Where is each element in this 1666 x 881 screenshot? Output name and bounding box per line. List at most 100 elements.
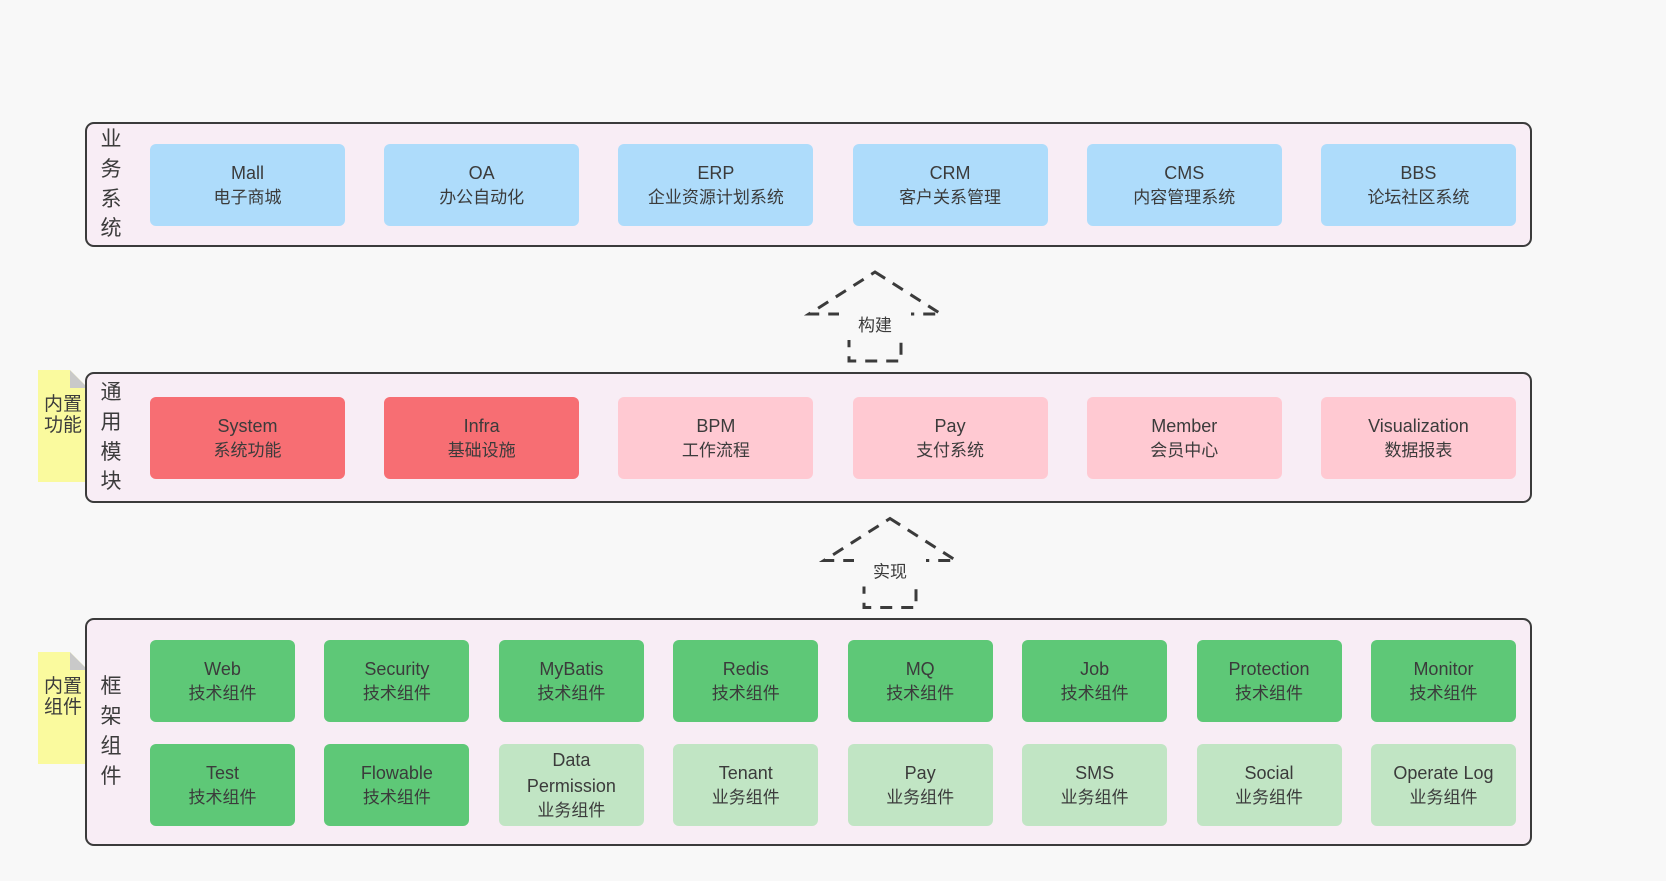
box-social: Social 业务组件 bbox=[1196, 744, 1342, 826]
box-title: System bbox=[217, 415, 278, 436]
box-title: Monitor bbox=[1413, 659, 1474, 680]
arrow-up-outline bbox=[803, 270, 947, 363]
box-title: Mall bbox=[230, 162, 264, 183]
box-title: Web bbox=[204, 659, 241, 680]
box-title: Social bbox=[1244, 763, 1294, 784]
box-subtitle: 基础设施 bbox=[447, 440, 516, 460]
framework-components-label: 框架组件 bbox=[100, 675, 122, 788]
box-title: CMS bbox=[1164, 162, 1205, 183]
box-title: Tenant bbox=[718, 763, 773, 784]
note-text: 内置组件 bbox=[43, 676, 82, 719]
box-subtitle: 技术组件 bbox=[1409, 684, 1478, 704]
arrow-label-bg bbox=[854, 556, 926, 587]
box-subtitle: 业务组件 bbox=[1060, 788, 1129, 808]
box-title: Infra bbox=[463, 415, 500, 436]
box-title: MQ bbox=[905, 659, 935, 680]
box-subtitle: 论坛社区系统 bbox=[1367, 187, 1470, 207]
box-system: System 系统功能 bbox=[150, 396, 345, 479]
box-title: Security bbox=[364, 659, 430, 680]
box-subtitle: 技术组件 bbox=[362, 788, 431, 808]
business-systems-label: 业务系统 bbox=[100, 127, 122, 241]
box-job: Job 技术组件 bbox=[1022, 640, 1168, 722]
box-subtitle: 支付系统 bbox=[916, 440, 985, 460]
box-sms: SMS 业务组件 bbox=[1022, 744, 1168, 826]
box-subtitle: 技术组件 bbox=[1235, 684, 1304, 704]
box-title: Job bbox=[1080, 659, 1110, 680]
box-subtitle: 数据报表 bbox=[1384, 440, 1453, 460]
box-web: Web 技术组件 bbox=[150, 640, 295, 722]
build-arrow: 构建 bbox=[803, 270, 947, 363]
box-subtitle: 业务组件 bbox=[711, 788, 780, 808]
box-title: Protection bbox=[1228, 659, 1310, 680]
box-data-permission: Data Permission 业务组件 bbox=[498, 744, 644, 826]
box-tenant: Tenant 业务组件 bbox=[673, 744, 819, 826]
box-subtitle: 业务组件 bbox=[1235, 788, 1304, 808]
box-title: Member bbox=[1151, 415, 1218, 436]
box-title: ERP bbox=[697, 162, 735, 183]
box-operate-log: Operate Log 业务组件 bbox=[1370, 744, 1516, 826]
implement-arrow: 实现 bbox=[818, 516, 962, 609]
box-redis: Redis 技术组件 bbox=[673, 640, 819, 722]
box-oa: OA 办公自动化 bbox=[384, 143, 580, 226]
box-title: Operate Log bbox=[1393, 763, 1494, 784]
box-subtitle: 技术组件 bbox=[886, 684, 955, 704]
box-visualization: Visualization 数据报表 bbox=[1320, 396, 1516, 479]
box-subtitle: 技术组件 bbox=[1060, 684, 1129, 704]
box-title: Redis bbox=[722, 659, 769, 680]
framework-components-panel: 框架组件 Web 技术组件 Security 技术组件 MyBatis 技术组件… bbox=[85, 618, 1532, 846]
box-security: Security 技术组件 bbox=[324, 640, 470, 722]
business-systems-panel: 业务系统 Mall 电子商城 OA 办公自动化 ERP 企业资源计划系统 CRM… bbox=[85, 122, 1532, 247]
box-flowable: Flowable 技术组件 bbox=[324, 744, 470, 826]
box-subtitle: 电子商城 bbox=[213, 187, 282, 207]
box-cms: CMS 内容管理系统 bbox=[1086, 143, 1282, 226]
business-systems-row: Mall 电子商城 OA 办公自动化 ERP 企业资源计划系统 CRM 客户关系… bbox=[123, 143, 1530, 226]
builtin-features-note: 内置功能 bbox=[38, 370, 88, 482]
box-title: MyBatis bbox=[539, 659, 604, 680]
box-monitor: Monitor 技术组件 bbox=[1370, 640, 1516, 722]
box-title: OA bbox=[468, 162, 495, 183]
box-subtitle: 技术组件 bbox=[711, 684, 780, 704]
box-pay: Pay 支付系统 bbox=[852, 396, 1048, 479]
box-title: BPM bbox=[696, 415, 736, 436]
arrow-label-bg bbox=[839, 310, 911, 340]
box-subtitle: 技术组件 bbox=[362, 684, 431, 704]
box-pay-biz: Pay 业务组件 bbox=[847, 744, 993, 826]
box-subtitle: 业务组件 bbox=[537, 801, 606, 821]
box-title: Visualization bbox=[1368, 415, 1469, 436]
note-text: 内置功能 bbox=[43, 394, 82, 437]
box-subtitle: 办公自动化 bbox=[439, 187, 525, 207]
box-mall: Mall 电子商城 bbox=[150, 143, 345, 226]
common-modules-panel: 通用模块 System 系统功能 Infra 基础设施 BPM 工作流程 Pay… bbox=[85, 372, 1532, 503]
box-title: CRM bbox=[929, 162, 971, 183]
box-subtitle: 会员中心 bbox=[1150, 440, 1219, 460]
box-title: BBS bbox=[1400, 162, 1437, 183]
box-subtitle: 业务组件 bbox=[1409, 788, 1478, 808]
box-test: Test 技术组件 bbox=[150, 744, 295, 826]
box-bbs: BBS 论坛社区系统 bbox=[1320, 143, 1516, 226]
box-title: Flowable bbox=[360, 763, 433, 784]
box-title: SMS bbox=[1075, 763, 1115, 784]
box-protection: Protection 技术组件 bbox=[1196, 640, 1342, 722]
box-crm: CRM 客户关系管理 bbox=[852, 143, 1048, 226]
common-modules-label: 通用模块 bbox=[100, 380, 122, 494]
box-title: Data Permission bbox=[526, 750, 616, 797]
box-subtitle: 内容管理系统 bbox=[1133, 187, 1236, 207]
box-subtitle: 技术组件 bbox=[188, 684, 257, 704]
box-title: Test bbox=[205, 763, 239, 784]
framework-components-rows: Web 技术组件 Security 技术组件 MyBatis 技术组件 Redi… bbox=[123, 620, 1530, 844]
box-subtitle: 业务组件 bbox=[886, 788, 955, 808]
box-title: Pay bbox=[934, 415, 966, 436]
box-subtitle: 系统功能 bbox=[213, 440, 282, 460]
box-subtitle: 技术组件 bbox=[188, 788, 257, 808]
box-subtitle: 工作流程 bbox=[681, 440, 750, 460]
box-subtitle: 企业资源计划系统 bbox=[647, 187, 784, 207]
box-erp: ERP 企业资源计划系统 bbox=[618, 143, 814, 226]
box-bpm: BPM 工作流程 bbox=[618, 396, 814, 479]
box-mybatis: MyBatis 技术组件 bbox=[498, 640, 644, 722]
framework-row-1: Web 技术组件 Security 技术组件 MyBatis 技术组件 Redi… bbox=[150, 640, 1516, 722]
builtin-components-note: 内置组件 bbox=[38, 652, 88, 764]
box-member: Member 会员中心 bbox=[1086, 396, 1282, 479]
arrow-label: 实现 bbox=[873, 563, 907, 582]
box-subtitle: 技术组件 bbox=[537, 684, 606, 704]
